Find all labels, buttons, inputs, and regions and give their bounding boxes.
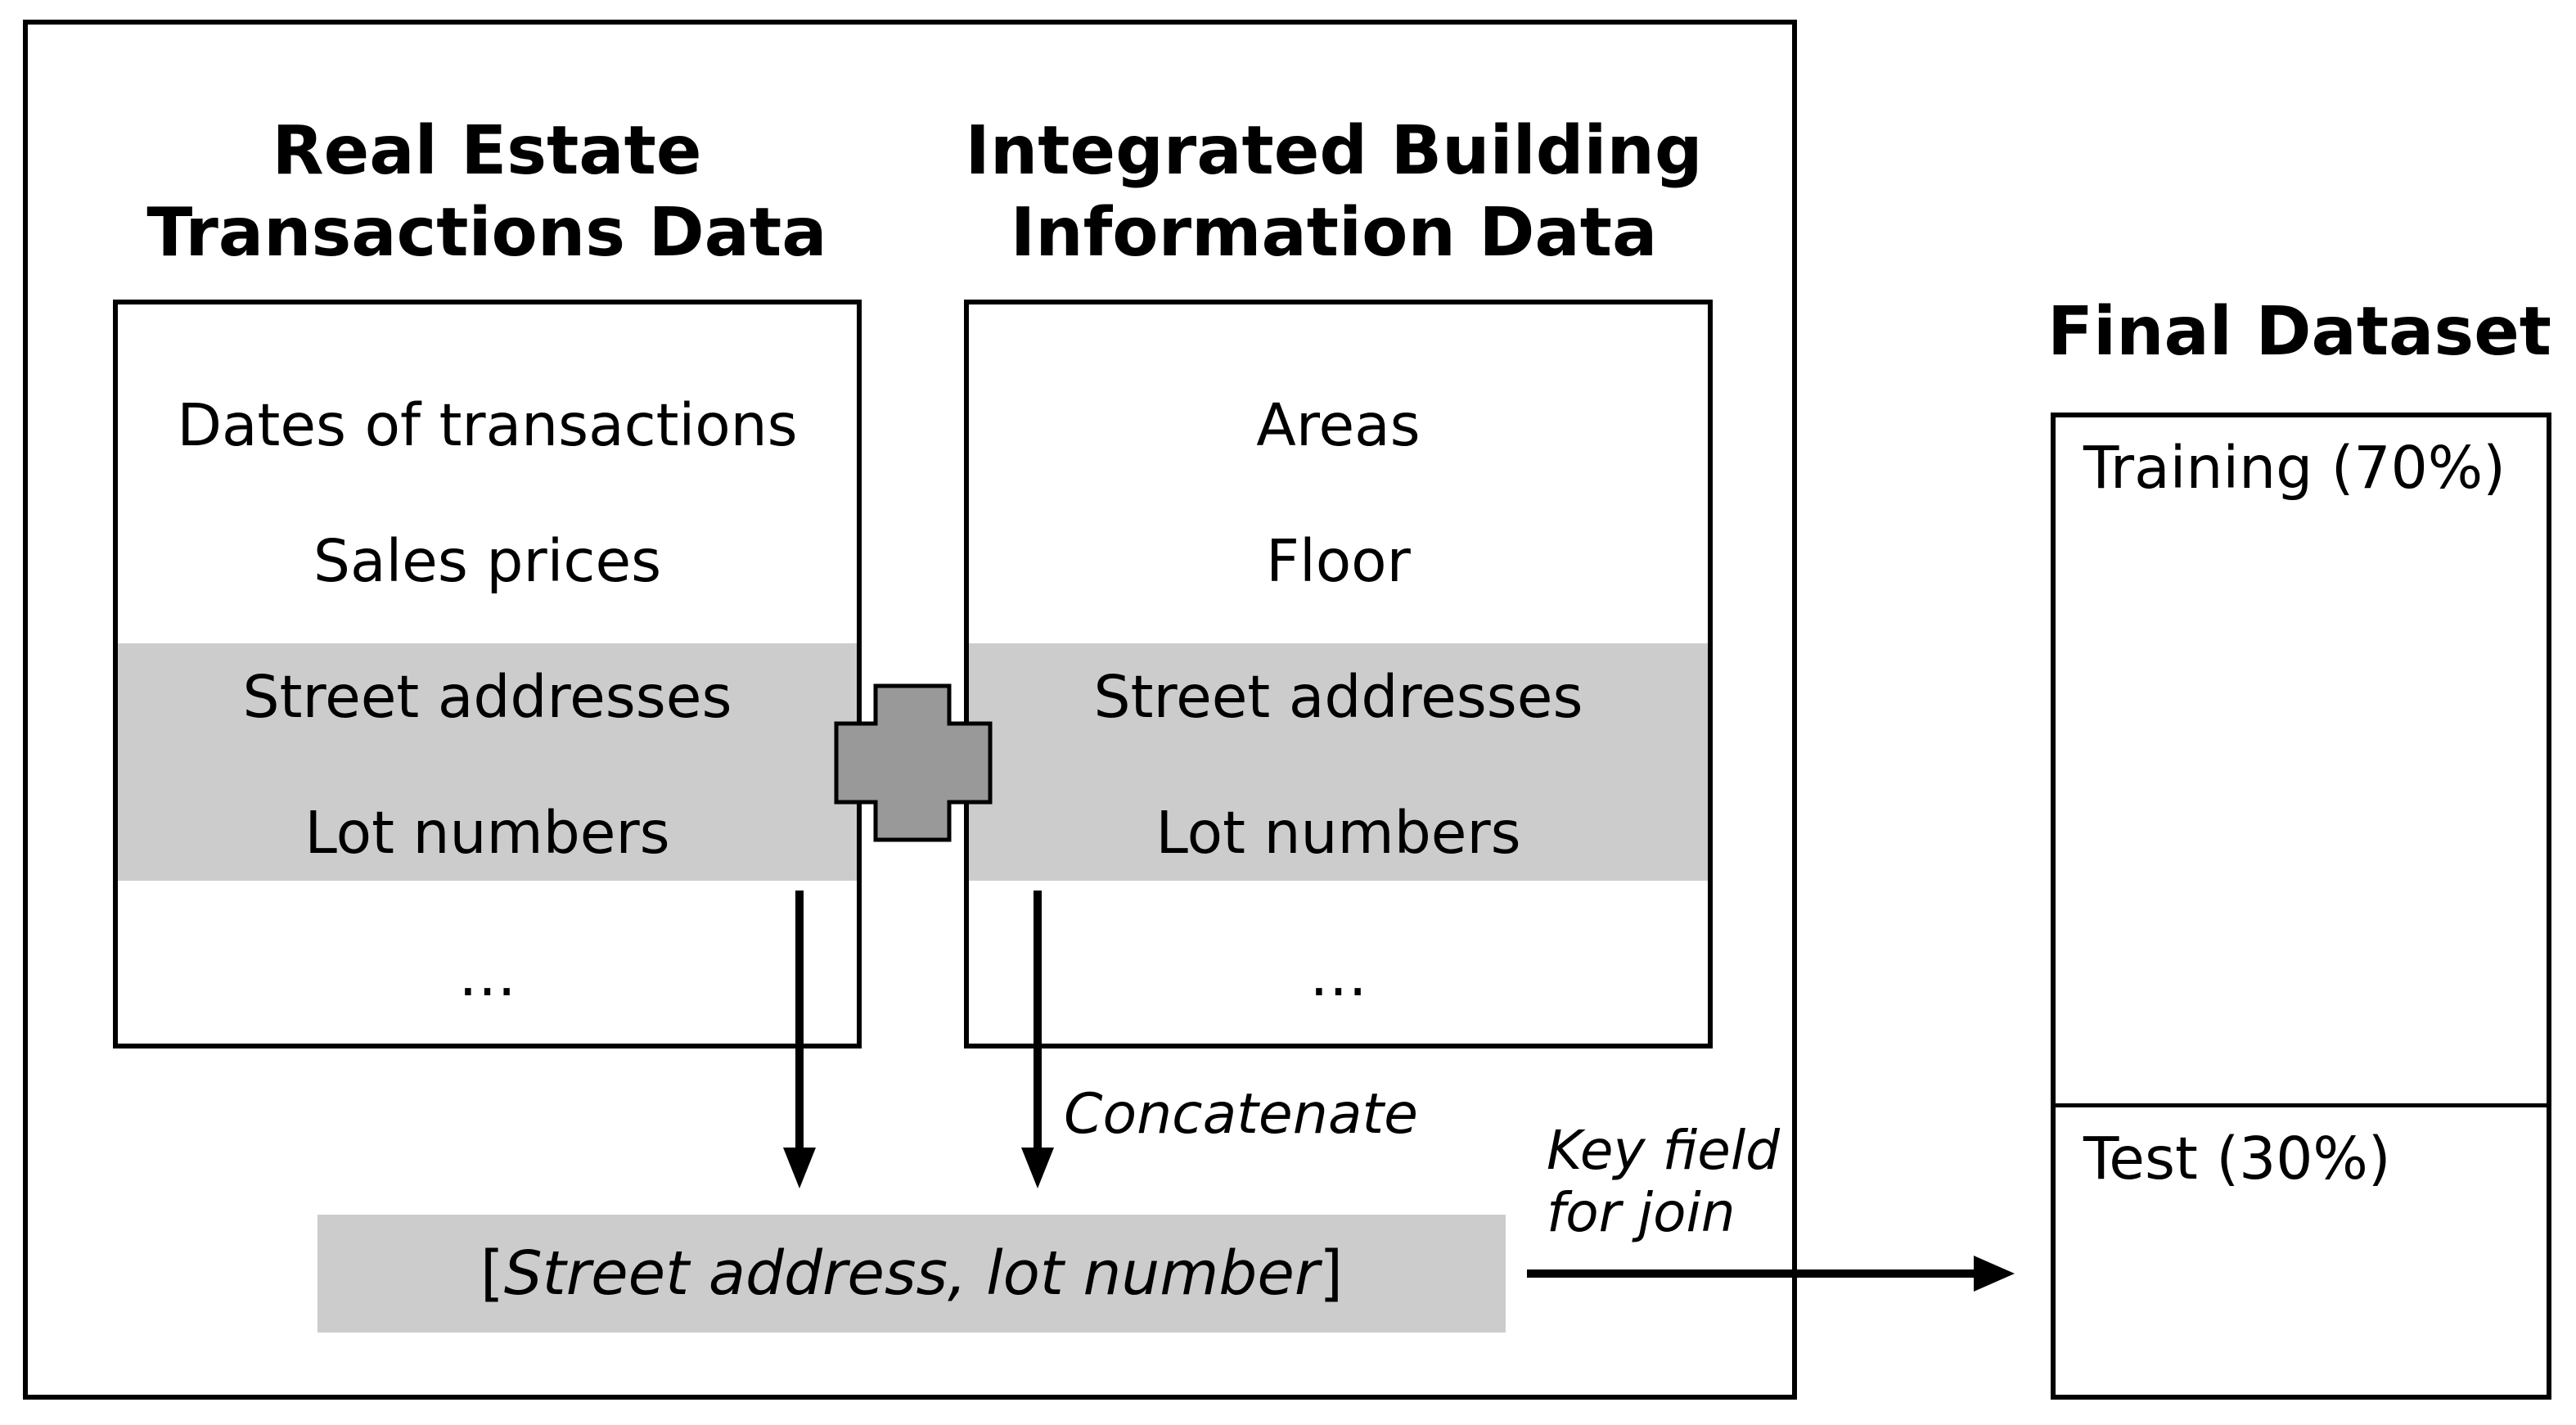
key-field-line2: for join bbox=[1547, 1181, 1736, 1244]
right-down-arrow-head bbox=[1021, 1148, 1054, 1188]
concatenate-label: Concatenate bbox=[1064, 1082, 1419, 1147]
left-source-title: Real Estate Transactions Data bbox=[115, 110, 859, 274]
final-dataset-title: Final Dataset bbox=[2047, 293, 2552, 371]
left-source-title-line2: Transactions Data bbox=[146, 194, 827, 272]
right-key-band bbox=[969, 643, 1708, 881]
right-source-title-line1: Integrated Building bbox=[965, 112, 1703, 190]
right-field-lot: Lot numbers bbox=[1155, 799, 1521, 867]
right-field-areas: Areas bbox=[1256, 391, 1421, 459]
plus-icon bbox=[834, 683, 993, 842]
left-field-prices: Sales prices bbox=[313, 527, 662, 595]
left-down-arrow-head bbox=[783, 1148, 816, 1188]
right-field-street: Street addresses bbox=[1093, 663, 1583, 731]
join-arrow-head bbox=[1974, 1256, 2015, 1292]
test-label: Test (30%) bbox=[2083, 1125, 2391, 1193]
final-dataset-box bbox=[2051, 413, 2551, 1400]
left-field-dates: Dates of transactions bbox=[177, 391, 798, 459]
outer-frame bbox=[23, 20, 1797, 1400]
key-field-label: Key field for join bbox=[1547, 1120, 1780, 1244]
right-source-title-line2: Information Data bbox=[1010, 194, 1658, 272]
left-field-street: Street addresses bbox=[242, 663, 732, 731]
key-bar bbox=[317, 1215, 1506, 1333]
left-field-lot: Lot numbers bbox=[304, 799, 670, 867]
right-field-more: … bbox=[1309, 941, 1367, 1009]
key-bar-text: [Street address, lot number] bbox=[317, 1239, 1506, 1308]
right-field-floor: Floor bbox=[1266, 527, 1411, 595]
left-field-more: … bbox=[458, 941, 516, 1009]
key-text: Street address, lot number bbox=[503, 1238, 1320, 1309]
left-source-title-line1: Real Estate bbox=[272, 112, 702, 190]
key-open-bracket: [ bbox=[480, 1238, 504, 1309]
left-key-band bbox=[118, 643, 857, 881]
key-field-line1: Key field bbox=[1547, 1119, 1781, 1182]
key-close-bracket: ] bbox=[1319, 1238, 1344, 1309]
final-dataset-divider bbox=[2051, 1103, 2551, 1107]
right-source-title: Integrated Building Information Data bbox=[957, 110, 1710, 274]
training-label: Training (70%) bbox=[2083, 434, 2506, 502]
